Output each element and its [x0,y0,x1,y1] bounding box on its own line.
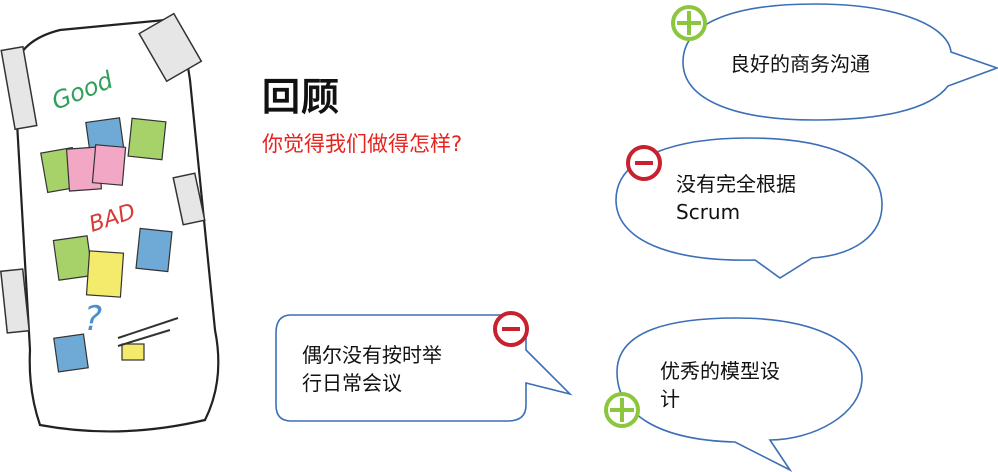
poster-label-question: ? [84,299,102,339]
minus-icon [628,147,660,179]
sticky-note [92,145,125,185]
sticky-note [136,228,172,271]
sticky-note [54,334,88,372]
feedback-text-positive: 良好的商务沟通 [730,50,870,78]
plus-icon [606,394,638,426]
sticky-note [128,118,166,159]
retro-poster-illustration: Good BAD ? [1,14,219,432]
minus-icon [495,313,527,345]
feedback-text-positive: 优秀的模型设 计 [660,357,780,413]
sticky-note [122,344,144,360]
slide-subtitle: 你觉得我们做得怎样? [262,128,462,158]
plus-icon [673,7,705,39]
sticky-note [87,251,124,297]
sticky-note [53,236,92,280]
feedback-text-negative: 没有完全根据 Scrum [676,170,796,226]
feedback-text-negative: 偶尔没有按时举 行日常会议 [302,341,442,397]
slide-title: 回顾 [262,66,340,121]
